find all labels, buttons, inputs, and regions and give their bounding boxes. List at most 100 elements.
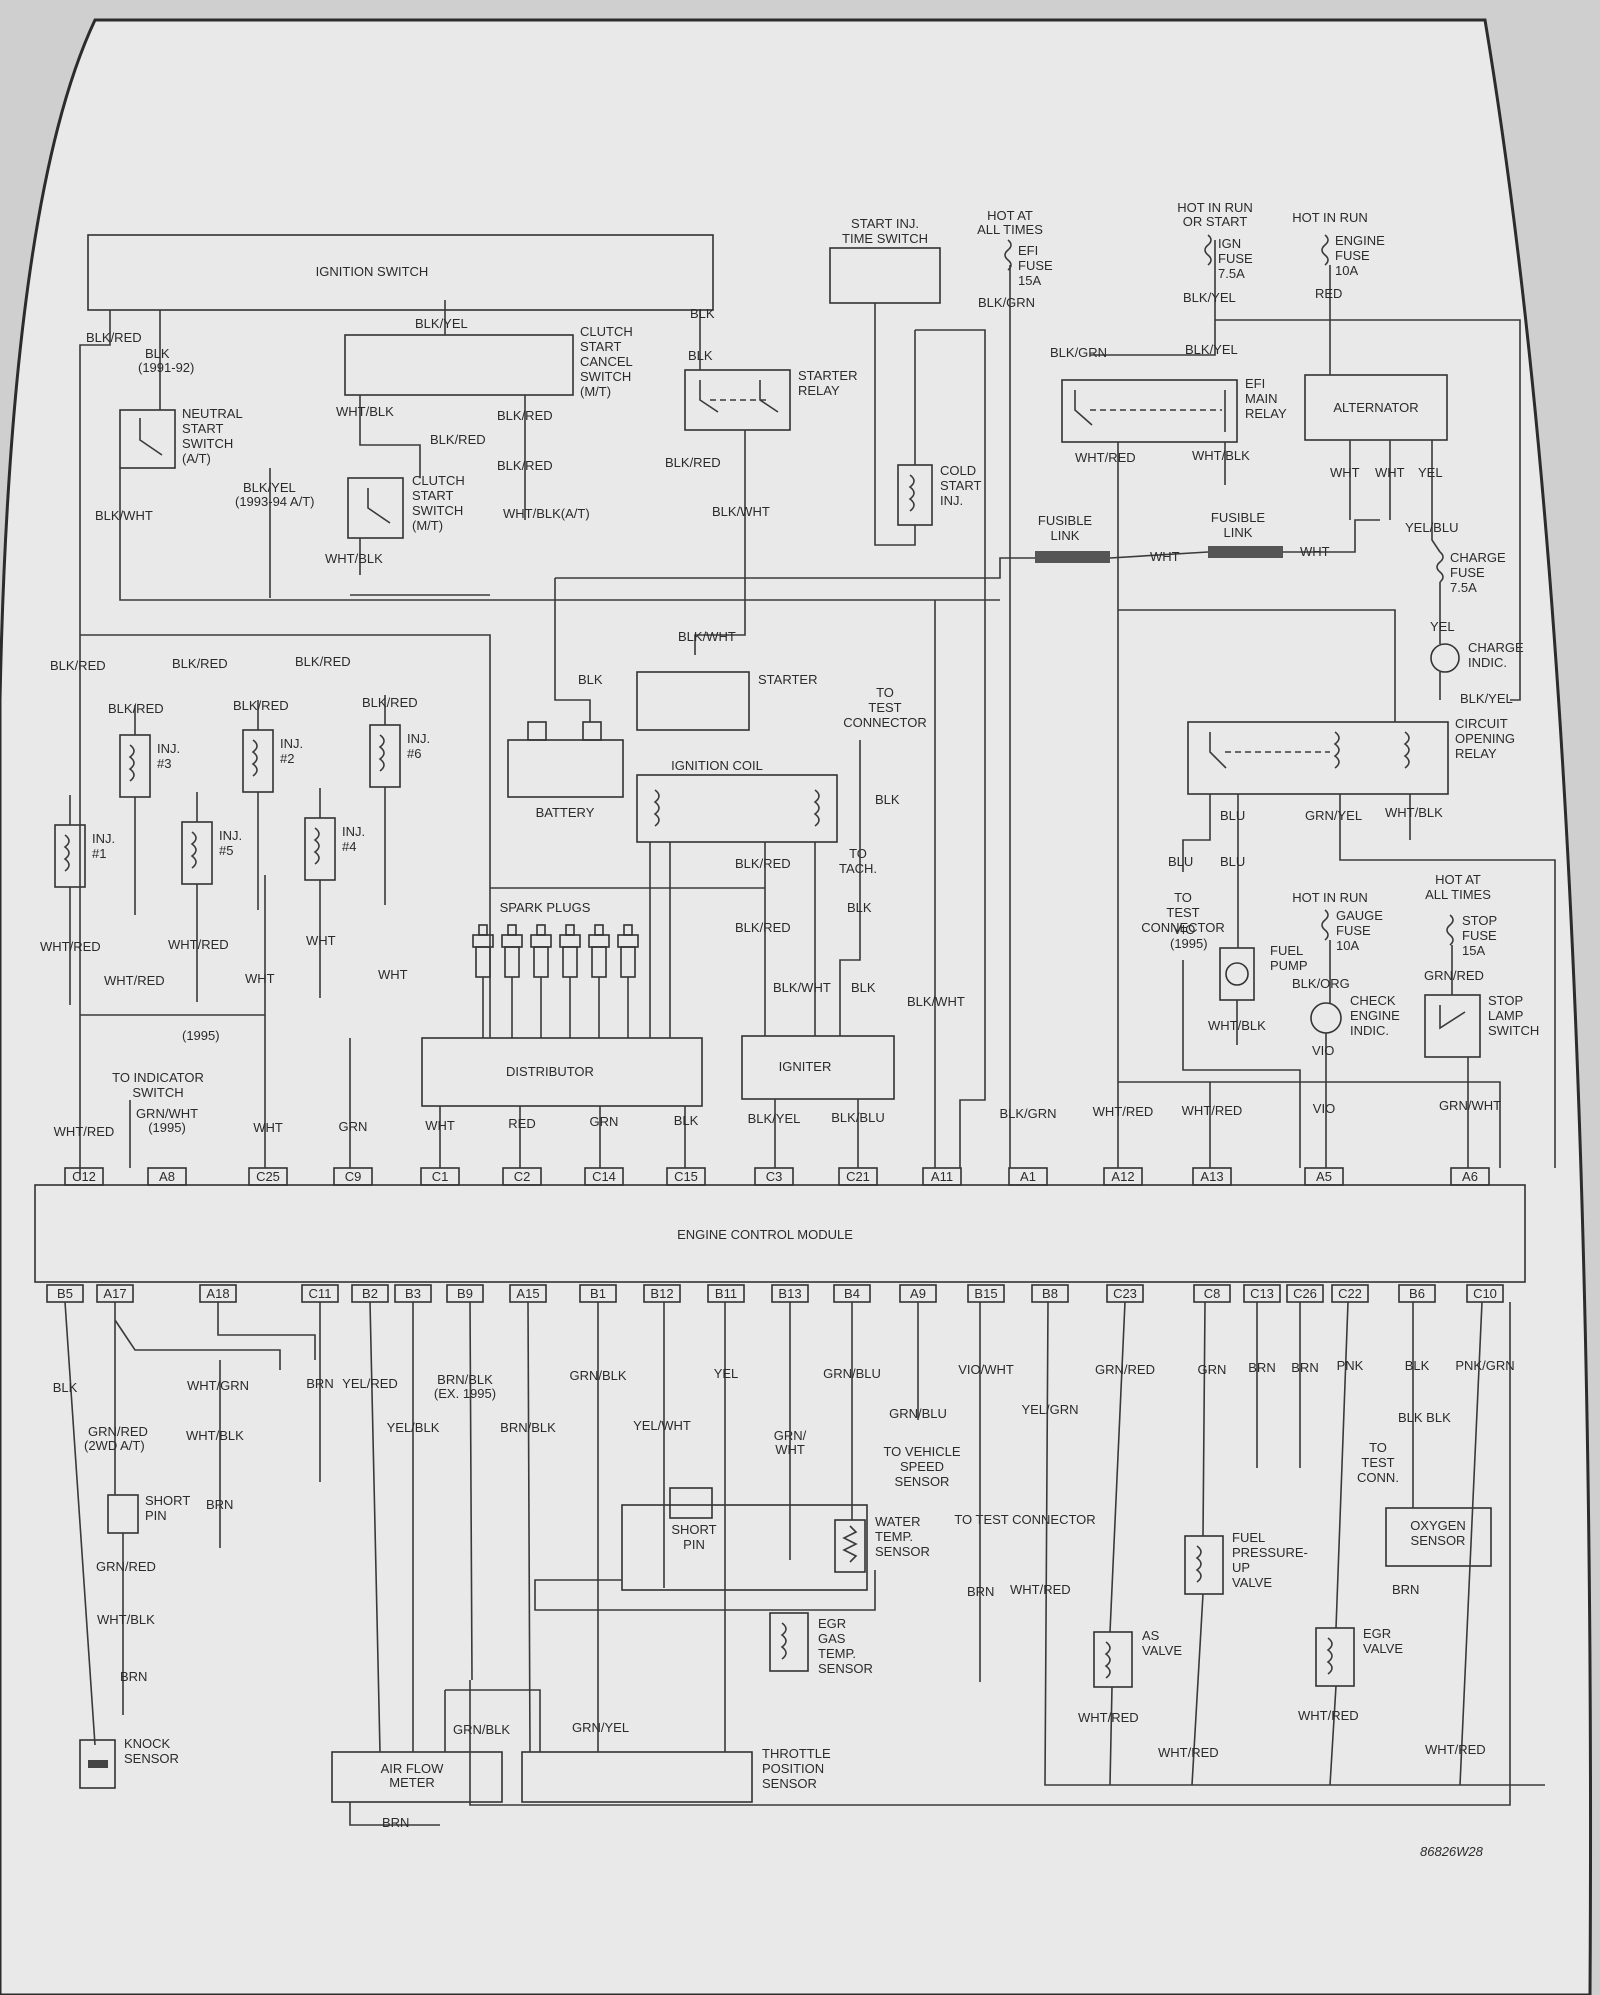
ecm-pin-b6: B6: [1398, 1284, 1436, 1303]
svg-text:C10: C10: [1473, 1286, 1497, 1301]
svg-text:A17: A17: [103, 1286, 126, 1301]
ignition-switch: IGNITION SWITCH: [87, 234, 714, 311]
injector: INJ.#4: [304, 788, 365, 998]
svg-text:C21: C21: [846, 1169, 870, 1184]
wires: [64, 240, 1556, 1826]
svg-text:WHT/BLK(A/T): WHT/BLK(A/T): [503, 506, 590, 521]
svg-text:WHT: WHT: [1375, 465, 1405, 480]
svg-text:B11: B11: [715, 1286, 737, 1301]
svg-text:BLK/RED: BLK/RED: [735, 856, 791, 871]
ecm-pin-c15: C15: [666, 1167, 706, 1186]
svg-text:BLK BLK: BLK BLK: [1398, 1410, 1451, 1425]
injector: INJ.#1: [54, 795, 115, 1005]
pin-wire-label: BLK/YEL: [748, 1111, 801, 1126]
svg-text:C9: C9: [345, 1169, 362, 1184]
svg-text:TO TEST CONNECTOR: TO TEST CONNECTOR: [954, 1512, 1095, 1527]
pin-wire-label: RED: [508, 1116, 535, 1131]
svg-text:BLK: BLK: [578, 672, 603, 687]
svg-text:B4: B4: [844, 1286, 860, 1301]
wire-labels: BLK/RED BLK(1991-92) BLK/YEL BLK WHT/BLK…: [40, 286, 1513, 1830]
ecm-pin-a6: A6: [1450, 1167, 1490, 1186]
pin-wire-label: WHT: [253, 1120, 283, 1135]
pin-wire-label: BRN: [1291, 1360, 1318, 1375]
svg-text:BLK/WHT: BLK/WHT: [712, 504, 770, 519]
starter: STARTER: [636, 671, 817, 731]
svg-text:BLK/ORG: BLK/ORG: [1292, 976, 1350, 991]
svg-text:BRN: BRN: [120, 1669, 147, 1684]
svg-text:A12: A12: [1111, 1169, 1134, 1184]
spark-plug: [501, 924, 523, 1038]
svg-text:BLK/GRN: BLK/GRN: [1050, 345, 1107, 360]
pin-wire-label: BLK: [53, 1380, 78, 1395]
pin-wire-label: BLK/BLU: [831, 1110, 884, 1125]
svg-text:A6: A6: [1462, 1169, 1478, 1184]
svg-text:WHT/BLK: WHT/BLK: [1208, 1018, 1266, 1033]
svg-text:BLK/WHT: BLK/WHT: [678, 629, 736, 644]
pin-wire-label: WHT/RED: [54, 1124, 115, 1139]
ecm-pin-b11: B11: [707, 1284, 745, 1303]
injector: INJ.#5: [181, 792, 242, 1002]
ecm-pin-c2: C2: [502, 1167, 542, 1186]
svg-text:C15: C15: [674, 1169, 698, 1184]
spark-plug: [588, 924, 610, 1038]
svg-text:A9: A9: [910, 1286, 926, 1301]
ecm-pin-c14: C14: [584, 1167, 624, 1186]
figure-id: 86826W28: [1420, 1844, 1484, 1859]
svg-text:DISTRIBUTOR: DISTRIBUTOR: [506, 1064, 594, 1079]
pin-wire-label: GRN/WHT: [1439, 1098, 1501, 1113]
pin-wire-label: GRN: [1198, 1362, 1227, 1377]
pin-wire-label: YEL: [714, 1366, 739, 1381]
svg-text:BATTERY: BATTERY: [536, 805, 595, 820]
svg-text:BLK/YEL: BLK/YEL: [415, 316, 468, 331]
svg-text:BLK: BLK: [690, 306, 715, 321]
svg-text:HOT IN RUN: HOT IN RUN: [1292, 210, 1368, 225]
pin-wire-label: BRN: [1248, 1360, 1275, 1375]
svg-text:WHT/BLK: WHT/BLK: [97, 1612, 155, 1627]
svg-text:VIO(1995): VIO(1995): [1170, 922, 1208, 951]
svg-text:C25: C25: [256, 1169, 280, 1184]
ecm-pin-c12: C12: [64, 1167, 104, 1186]
svg-text:C2: C2: [514, 1169, 531, 1184]
svg-text:BLK/GRN: BLK/GRN: [978, 295, 1035, 310]
svg-text:BLK/RED: BLK/RED: [295, 654, 351, 669]
ecm-pin-a11: A11: [922, 1167, 962, 1186]
svg-text:BLK/RED: BLK/RED: [497, 408, 553, 423]
svg-text:BLK/RED: BLK/RED: [497, 458, 553, 473]
svg-text:C26: C26: [1293, 1286, 1317, 1301]
pin-wire-label: GRN/WHT: [774, 1428, 807, 1457]
svg-text:INJ.#3: INJ.#3: [157, 741, 180, 771]
svg-text:WHT/RED: WHT/RED: [104, 973, 165, 988]
pin-wire-label: YEL/RED: [342, 1376, 398, 1391]
svg-text:C3: C3: [766, 1169, 783, 1184]
pin-wire-label: GRN/BLU: [889, 1406, 947, 1421]
svg-text:BLU: BLU: [1168, 854, 1193, 869]
svg-text:YEL: YEL: [1430, 619, 1455, 634]
pin-wire-label: WHT/GRN: [187, 1378, 249, 1393]
svg-text:STARTER: STARTER: [758, 672, 817, 687]
svg-text:WHT/RED: WHT/RED: [1010, 1582, 1071, 1597]
injector: INJ.#3: [119, 705, 180, 915]
svg-text:VIO: VIO: [1312, 1043, 1334, 1058]
svg-text:GRN/RED(2WD A/T): GRN/RED(2WD A/T): [84, 1424, 148, 1453]
